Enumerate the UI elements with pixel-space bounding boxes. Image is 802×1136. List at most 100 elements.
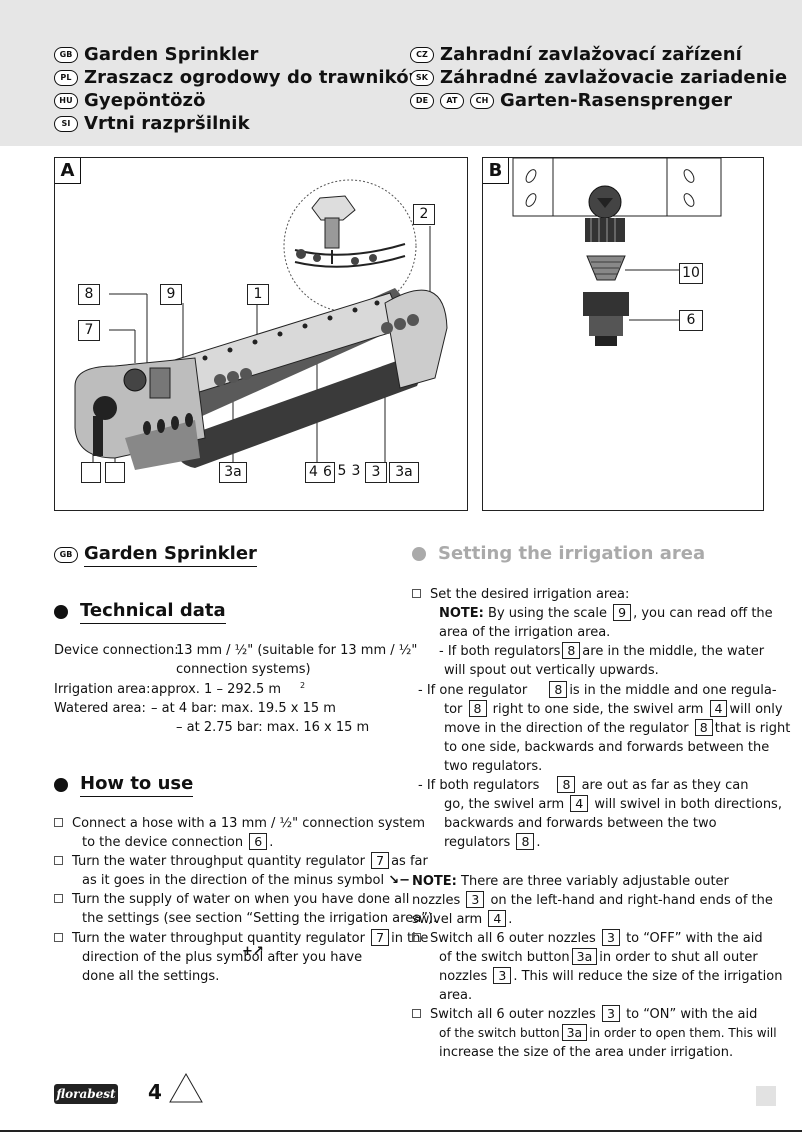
use-step-3-cont: the settings (see section “Setting the i… [82, 911, 438, 926]
checkbox-icon [54, 894, 63, 903]
irr-line-13: backwards and forwards between the two [444, 816, 717, 831]
lang-badge-pl: PL [54, 69, 78, 86]
callout-8: 8 [78, 284, 100, 305]
irr-line-2: NOTE: By using the scale 9, you can read… [439, 604, 773, 621]
checkbox-icon [54, 856, 63, 865]
bullet-dot-icon [54, 778, 68, 792]
irr-line-9: to one side, backwards and forwards betw… [444, 740, 770, 755]
callout-3a-right: 3a [389, 462, 419, 483]
tech-device-value: 13 mm / ½" (suitable for 13 mm / ½" [176, 643, 418, 658]
switch-on-line-3: increase the size of the area under irri… [439, 1045, 734, 1060]
switch-off-line-3: nozzles 3. This will reduce the size of … [439, 967, 783, 984]
callout-3-a: 3 [349, 462, 363, 483]
ref-8: 8 [557, 776, 576, 793]
ref-8: 8 [516, 833, 535, 850]
tech-heading: Technical data [54, 600, 226, 624]
page-number: 4 [148, 1080, 162, 1104]
lang-badge-gb-2: GB [54, 547, 78, 563]
lang-badge-de: DE [410, 92, 434, 109]
irr-line-14: regulators 8. [444, 833, 541, 850]
minus-symbol-icon: ↘− [388, 873, 411, 888]
sprinkler-illustration [74, 179, 448, 470]
use-step-2-cont: as it goes in the direction of the minus… [82, 873, 411, 888]
ref-3: 3 [601, 1005, 620, 1022]
figure-b: B 10 6 [482, 157, 764, 511]
use-step-4-cont-2: done all the settings. [82, 969, 220, 984]
figure-a: A 2 8 9 1 7 3a 4 6 5 3 3 3a [54, 157, 468, 511]
lang-title-de: DE AT CH Garten-Rasensprenger [410, 90, 732, 111]
lang-title-cz: CZ Zahradní zavlažovací zařízení [410, 44, 742, 65]
checkbox-icon [412, 933, 421, 942]
ref-4: 4 [709, 700, 728, 717]
irr-line-5: will spout out vertically upwards. [444, 663, 659, 678]
ref-8: 8 [562, 642, 581, 659]
ref-3: 3 [601, 929, 620, 946]
checkbox-icon [412, 1009, 421, 1018]
tech-device-label: Device connection: [54, 643, 179, 658]
use-step-4: Turn the water throughput quantity regul… [54, 929, 428, 948]
ref-9: 9 [613, 604, 632, 621]
warning-triangle-icon [169, 1072, 203, 1103]
ref-3a: 3a [561, 1024, 588, 1041]
footer-rule [0, 1130, 802, 1132]
note-line-3: swivel arm 4. [412, 910, 513, 927]
callout-5: 5 [335, 462, 349, 483]
irrigation-heading: Setting the irrigation area [412, 543, 705, 564]
checkbox-icon [54, 818, 63, 827]
switch-off-line-4: area. [439, 988, 473, 1003]
irr-line-10: two regulators. [444, 759, 543, 774]
callout-3-b: 3 [365, 462, 387, 483]
note-line-2: nozzles 3 on the left-hand and right-han… [412, 891, 773, 908]
ref-8: 8 [549, 681, 568, 698]
checkbox-icon [54, 933, 63, 942]
tech-watered-label: Watered area: [54, 701, 146, 716]
figure-a-letter: A [55, 158, 81, 184]
figure-b-letter: B [483, 158, 509, 184]
lang-badge-ch: CH [470, 92, 494, 109]
ref-7: 7 [371, 929, 390, 946]
lang-badge-cz: CZ [410, 46, 434, 63]
use-step-4-cont: +↗direction of the plus symbol after you… [82, 944, 363, 965]
lang-title-si: SI Vrtni razpršilnik [54, 113, 250, 134]
callout-6: 6 [321, 462, 335, 483]
lang-badge-at: AT [440, 92, 464, 109]
tech-watered-value-2: – at 2.75 bar: max. 16 x 15 m [176, 720, 370, 735]
tech-device-value-2: connection systems) [176, 662, 311, 677]
bullet-dot-icon [412, 546, 426, 561]
lang-title-pl: PL Zraszacz ogrodowy do trawników [54, 67, 425, 88]
lang-title-hu: HU Gyepöntözö [54, 90, 206, 111]
callout-blank-2 [105, 462, 125, 483]
irr-line-7: tor 8 right to one side, the swivel arm … [444, 700, 783, 717]
irr-line-1: Set the desired irrigation area: [412, 585, 629, 604]
lang-badge-hu: HU [54, 92, 78, 109]
callout-7: 7 [78, 320, 100, 341]
ref-4: 4 [488, 910, 507, 927]
plus-symbol-icon: +↗ [242, 944, 264, 959]
florabest-logo: florabest [54, 1084, 118, 1104]
callout-2: 2 [413, 204, 435, 225]
switch-on-line-1: Switch all 6 outer nozzles 3 to “ON” wit… [412, 1005, 757, 1024]
ref-8: 8 [694, 719, 713, 736]
corner-marker [756, 1086, 776, 1106]
bullet-dot-icon [54, 605, 68, 619]
tech-area-value: approx. 1 – 292.5 m [151, 682, 282, 697]
callout-blank-1 [81, 462, 101, 483]
callout-10: 10 [679, 263, 703, 284]
ref-6: 6 [249, 833, 268, 850]
ref-3a: 3a [571, 948, 598, 965]
lang-badge-gb: GB [54, 46, 78, 63]
ref-7: 7 [371, 852, 390, 869]
tech-area-label: Irrigation area: [54, 682, 151, 697]
use-step-2: Turn the water throughput quantity regul… [54, 852, 428, 871]
callout-4: 4 [305, 462, 321, 483]
note-line-1: NOTE: There are three variably adjustabl… [412, 874, 729, 889]
left-title: GB Garden Sprinkler [54, 543, 257, 567]
irr-line-12: go, the swivel arm 4 will swivel in both… [444, 795, 782, 812]
irr-line-11: - If both regulators 8 are out as far as… [418, 776, 749, 793]
lang-badge-sk: SK [410, 69, 434, 86]
tech-watered-value-1: – at 4 bar: max. 19.5 x 15 m [151, 701, 336, 716]
